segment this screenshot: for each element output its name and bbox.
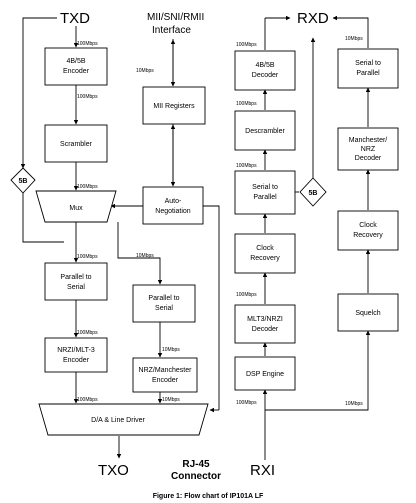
- rate-label: 10Mbps: [136, 253, 154, 259]
- rate-label: 10Mbps: [345, 401, 363, 407]
- svg-text:Manchester/: Manchester/: [349, 137, 388, 144]
- svg-text:Encoder: Encoder: [152, 377, 179, 384]
- block-serial-to-parallel-10m: Serial to Parallel: [337, 48, 399, 89]
- svg-text:Encoder: Encoder: [63, 68, 90, 75]
- tx-connectors: [20, 17, 163, 404]
- svg-text:Serial: Serial: [155, 305, 173, 312]
- rx-left-connectors: [262, 15, 316, 460]
- txo-label: TXO: [98, 462, 129, 479]
- rate-label: 100Mbps: [236, 101, 257, 107]
- svg-text:Parallel: Parallel: [356, 70, 380, 77]
- svg-text:Squelch: Squelch: [355, 310, 380, 317]
- svg-text:DSP Engine: DSP Engine: [246, 371, 284, 378]
- mii-interface-subtitle: Interface: [152, 25, 191, 36]
- svg-text:Serial to: Serial to: [355, 60, 381, 67]
- svg-text:NRZI/MLT-3: NRZI/MLT-3: [57, 347, 95, 354]
- figure-caption: Figure 1: Flow chart of IP101A LF: [153, 493, 264, 500]
- rate-label: 100Mbps: [77, 184, 98, 190]
- rate-label: 100Mbps: [77, 254, 98, 260]
- rate-label: 100Mbps: [236, 400, 257, 406]
- rxi-label: RXI: [250, 462, 275, 479]
- svg-text:Parallel to: Parallel to: [60, 274, 91, 281]
- rj45-subtitle: Connector: [171, 471, 221, 482]
- svg-text:4B/5B: 4B/5B: [255, 62, 274, 69]
- block-5b-tx-diamond: 5B: [10, 167, 36, 194]
- svg-text:MLT3/NRZI: MLT3/NRZI: [247, 316, 283, 323]
- svg-text:Recovery: Recovery: [353, 232, 383, 239]
- block-mlt3-nrzi-decoder: MLT3/NRZI Decoder: [234, 304, 296, 344]
- svg-text:Encoder: Encoder: [63, 357, 90, 364]
- svg-text:Serial to: Serial to: [252, 184, 278, 191]
- svg-text:Auto-: Auto-: [165, 198, 182, 205]
- block-4b5b-decoder: 4B/5B Decoder: [234, 50, 296, 91]
- svg-text:D/A & Line Driver: D/A & Line Driver: [91, 417, 145, 424]
- rxd-label: RXD: [297, 10, 329, 27]
- svg-text:Mux: Mux: [69, 205, 83, 212]
- rate-label: 100Mbps: [77, 397, 98, 403]
- svg-text:5B: 5B: [309, 190, 318, 197]
- txd-label: TXD: [60, 10, 90, 27]
- svg-text:Decoder: Decoder: [252, 72, 279, 79]
- mii-interface-title: MII/SNI/RMII: [147, 12, 204, 23]
- block-clock-recovery-10m: Clock Recovery: [337, 210, 399, 251]
- block-clock-recovery-100m: Clock Recovery: [234, 233, 296, 274]
- svg-text:Scrambler: Scrambler: [60, 141, 93, 148]
- mii-connectors: [110, 39, 220, 413]
- svg-text:Serial: Serial: [67, 284, 85, 291]
- svg-text:Parallel to: Parallel to: [148, 295, 179, 302]
- rate-labels: 100Mbps 100Mbps 100Mbps 100Mbps 100Mbps …: [77, 36, 363, 407]
- svg-text:MII Registers: MII Registers: [153, 103, 195, 110]
- rate-label: 100Mbps: [77, 330, 98, 336]
- block-squelch: Squelch: [337, 293, 399, 332]
- svg-text:Recovery: Recovery: [250, 255, 280, 262]
- rate-label: 10Mbps: [162, 347, 180, 353]
- block-mii-registers: MII Registers: [142, 86, 206, 125]
- svg-text:NRZ: NRZ: [361, 146, 376, 153]
- block-mux: Mux: [35, 190, 117, 223]
- rj45-title: RJ-45: [182, 459, 210, 470]
- rate-label: 100Mbps: [236, 163, 257, 169]
- block-nrz-manchester-encoder: NRZ/Manchester Encoder: [132, 357, 198, 393]
- rate-label: 100Mbps: [236, 42, 257, 48]
- rate-label: 100Mbps: [236, 292, 257, 298]
- block-parallel-to-serial-tx: Parallel to Serial: [44, 262, 108, 301]
- svg-text:Decoder: Decoder: [252, 326, 279, 333]
- rate-label: 10Mbps: [136, 68, 154, 74]
- rate-label: 100Mbps: [77, 41, 98, 47]
- svg-text:Clock: Clock: [359, 222, 377, 229]
- rate-label: 100Mbps: [77, 94, 98, 100]
- block-nrzi-mlt3-encoder: NRZI/MLT-3 Encoder: [44, 337, 108, 373]
- block-parallel-to-serial-10m: Parallel to Serial: [132, 284, 196, 323]
- block-dsp-engine: DSP Engine: [234, 356, 296, 391]
- rate-label: 10Mbps: [345, 36, 363, 42]
- svg-text:5B: 5B: [19, 178, 28, 185]
- svg-text:Decoder: Decoder: [355, 155, 382, 162]
- block-4b5b-encoder: 4B/5B Encoder: [44, 47, 108, 86]
- svg-text:Descrambler: Descrambler: [245, 128, 285, 135]
- block-descrambler: Descrambler: [234, 110, 296, 151]
- rx-right-connectors: [265, 15, 371, 411]
- rate-label: 10Mbps: [162, 397, 180, 403]
- block-5b-rx-diamond: 5B: [299, 177, 327, 207]
- svg-text:Parallel: Parallel: [253, 194, 277, 201]
- block-manchester-nrz-decoder: Manchester/ NRZ Decoder: [337, 127, 399, 171]
- block-da-line-driver: D/A & Line Driver: [38, 403, 209, 436]
- svg-text:Negotiation: Negotiation: [155, 208, 191, 215]
- svg-text:NRZ/Manchester: NRZ/Manchester: [139, 367, 193, 374]
- block-scrambler: Scrambler: [44, 124, 108, 163]
- block-auto-negotiation: Auto- Negotiation: [142, 186, 204, 225]
- svg-text:4B/5B: 4B/5B: [66, 58, 85, 65]
- svg-text:Clock: Clock: [256, 245, 274, 252]
- block-serial-to-parallel-100m: Serial to Parallel: [234, 170, 296, 215]
